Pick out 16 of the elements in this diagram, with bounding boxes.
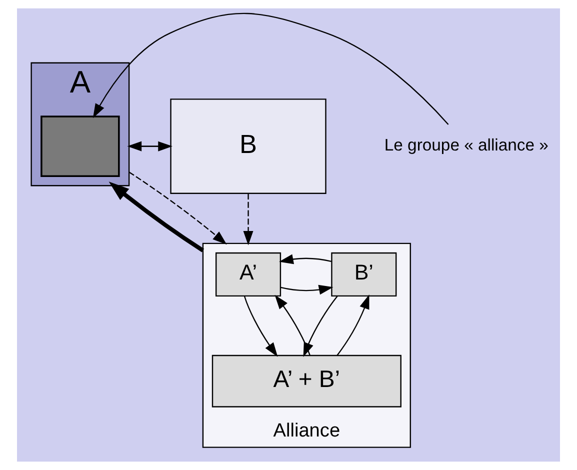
node-box [40,116,120,177]
arrow [128,172,227,245]
node-box: B’ [331,252,397,296]
arrow [280,284,334,295]
node-box: A’ [215,252,282,296]
node-text: Le groupe « alliance » [384,136,548,155]
node-box: A’ + B’ [212,354,402,408]
arrow [108,182,204,252]
cluster: A [30,62,130,186]
node-box: B [170,98,326,194]
arrow [92,12,449,125]
arrow [243,194,254,246]
arrow [274,294,310,356]
arrow [244,296,278,357]
arrow [336,294,370,356]
arrow [279,254,332,264]
